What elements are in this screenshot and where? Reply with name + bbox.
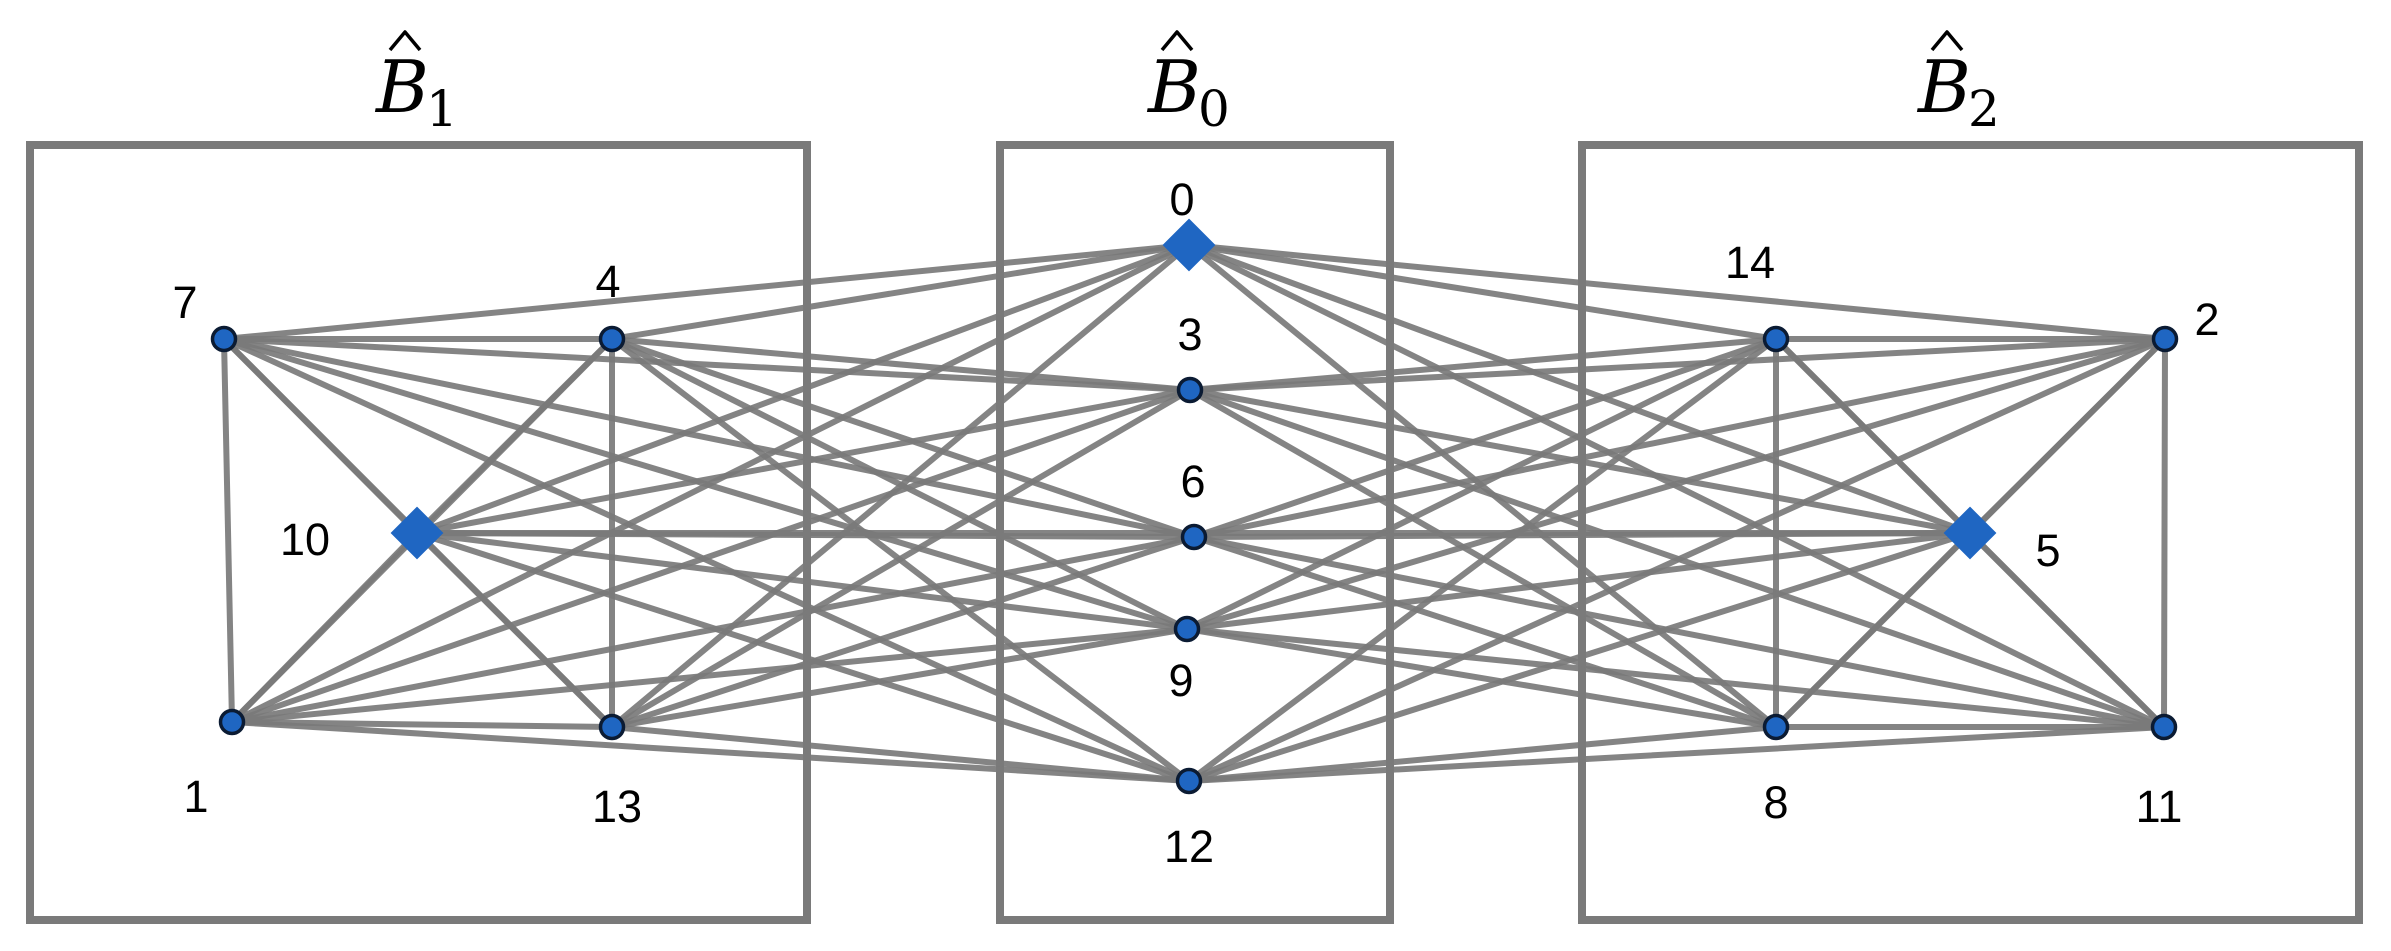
edge-9-5 (1184, 530, 1973, 632)
edge-12-14 (1186, 336, 1779, 784)
hat-accent (1160, 30, 1194, 52)
edge-7-6 (221, 336, 1197, 540)
edge-13-6 (609, 534, 1197, 730)
edge-9-8 (1184, 626, 1779, 730)
edge-3-5 (1187, 387, 1973, 536)
node-11 (2150, 713, 2178, 741)
node-7 (210, 325, 238, 353)
edge-6-11 (1191, 534, 2167, 730)
edge-13-12 (609, 724, 1192, 784)
node-label-3: 3 (1177, 309, 1202, 360)
box-title-subscript: 0 (1198, 80, 1230, 138)
node-label-11: 11 (2136, 781, 2183, 832)
edge-6-2 (1191, 336, 2168, 540)
edge-1-0 (229, 242, 1192, 725)
edge-2-11 (2161, 336, 2168, 730)
node-13 (598, 713, 626, 741)
edge-7-1 (221, 336, 235, 725)
node-label-10: 10 (280, 514, 330, 565)
edge-9-11 (1184, 626, 2167, 730)
box-title-b2: B2 (1916, 30, 2000, 138)
hat-accent (388, 30, 422, 52)
box-title-b1: B1 (374, 30, 458, 138)
edge-1-3 (229, 387, 1193, 725)
box-title-letter: B (1916, 45, 1971, 129)
node-label-4: 4 (595, 256, 620, 307)
edge-10-0 (414, 242, 1192, 536)
edge-12-8 (1186, 724, 1779, 784)
edge-3-2 (1187, 336, 2168, 393)
edge-1-12 (229, 719, 1192, 784)
node-4 (598, 325, 626, 353)
node-label-14: 14 (1725, 237, 1775, 288)
node-layer (210, 218, 2179, 795)
edge-6-8 (1191, 534, 1779, 730)
node-label-2: 2 (2194, 294, 2219, 345)
edge-13-0 (609, 242, 1192, 730)
edge-10-12 (414, 530, 1192, 784)
edge-12-2 (1186, 336, 2168, 784)
box-title-letter: B (374, 45, 429, 129)
node-12 (1175, 767, 1203, 795)
node-label-12: 12 (1164, 821, 1214, 872)
edge-10-3 (414, 387, 1193, 536)
node-label-9: 9 (1168, 655, 1193, 706)
edge-13-9 (609, 626, 1190, 730)
edge-3-14 (1187, 336, 1779, 393)
box-title-letter: B (1146, 45, 1201, 129)
edge-1-13 (229, 719, 615, 730)
node-2 (2151, 325, 2179, 353)
hat-accent (1930, 30, 1964, 52)
edge-0-2 (1186, 242, 2168, 342)
edge-1-6 (229, 534, 1197, 725)
node-0 (1162, 218, 1216, 272)
node-14 (1762, 325, 1790, 353)
node-5 (1943, 506, 1997, 560)
edge-4-0 (609, 242, 1192, 342)
edge-12-5 (1186, 530, 1973, 784)
node-label-7: 7 (172, 277, 197, 328)
node-6 (1180, 523, 1208, 551)
node-3 (1176, 376, 1204, 404)
node-10 (390, 506, 444, 560)
node-label-8: 8 (1763, 777, 1788, 828)
edge-4-6 (609, 336, 1197, 540)
box-title-subscript: 1 (426, 80, 458, 138)
edge-1-9 (229, 626, 1190, 725)
edge-7-0 (221, 242, 1192, 342)
edge-13-3 (609, 387, 1193, 730)
node-9 (1173, 615, 1201, 643)
node-label-0: 0 (1169, 174, 1194, 225)
edge-12-11 (1186, 724, 2167, 784)
node-label-6: 6 (1180, 456, 1205, 507)
edge-10-9 (414, 530, 1190, 632)
node-1 (218, 708, 246, 736)
node-8 (1762, 713, 1790, 741)
edge-6-14 (1191, 336, 1779, 540)
edge-9-14 (1184, 336, 1779, 632)
node-label-1: 1 (183, 771, 208, 822)
edge-9-2 (1184, 336, 2168, 632)
node-label-5: 5 (2035, 525, 2060, 576)
edge-4-3 (609, 336, 1193, 393)
box-title-subscript: 2 (1968, 80, 2000, 138)
edge-layer (221, 242, 2168, 784)
edge-0-14 (1186, 242, 1779, 342)
box-title-b0: B0 (1146, 30, 1230, 138)
node-label-13: 13 (592, 781, 642, 832)
